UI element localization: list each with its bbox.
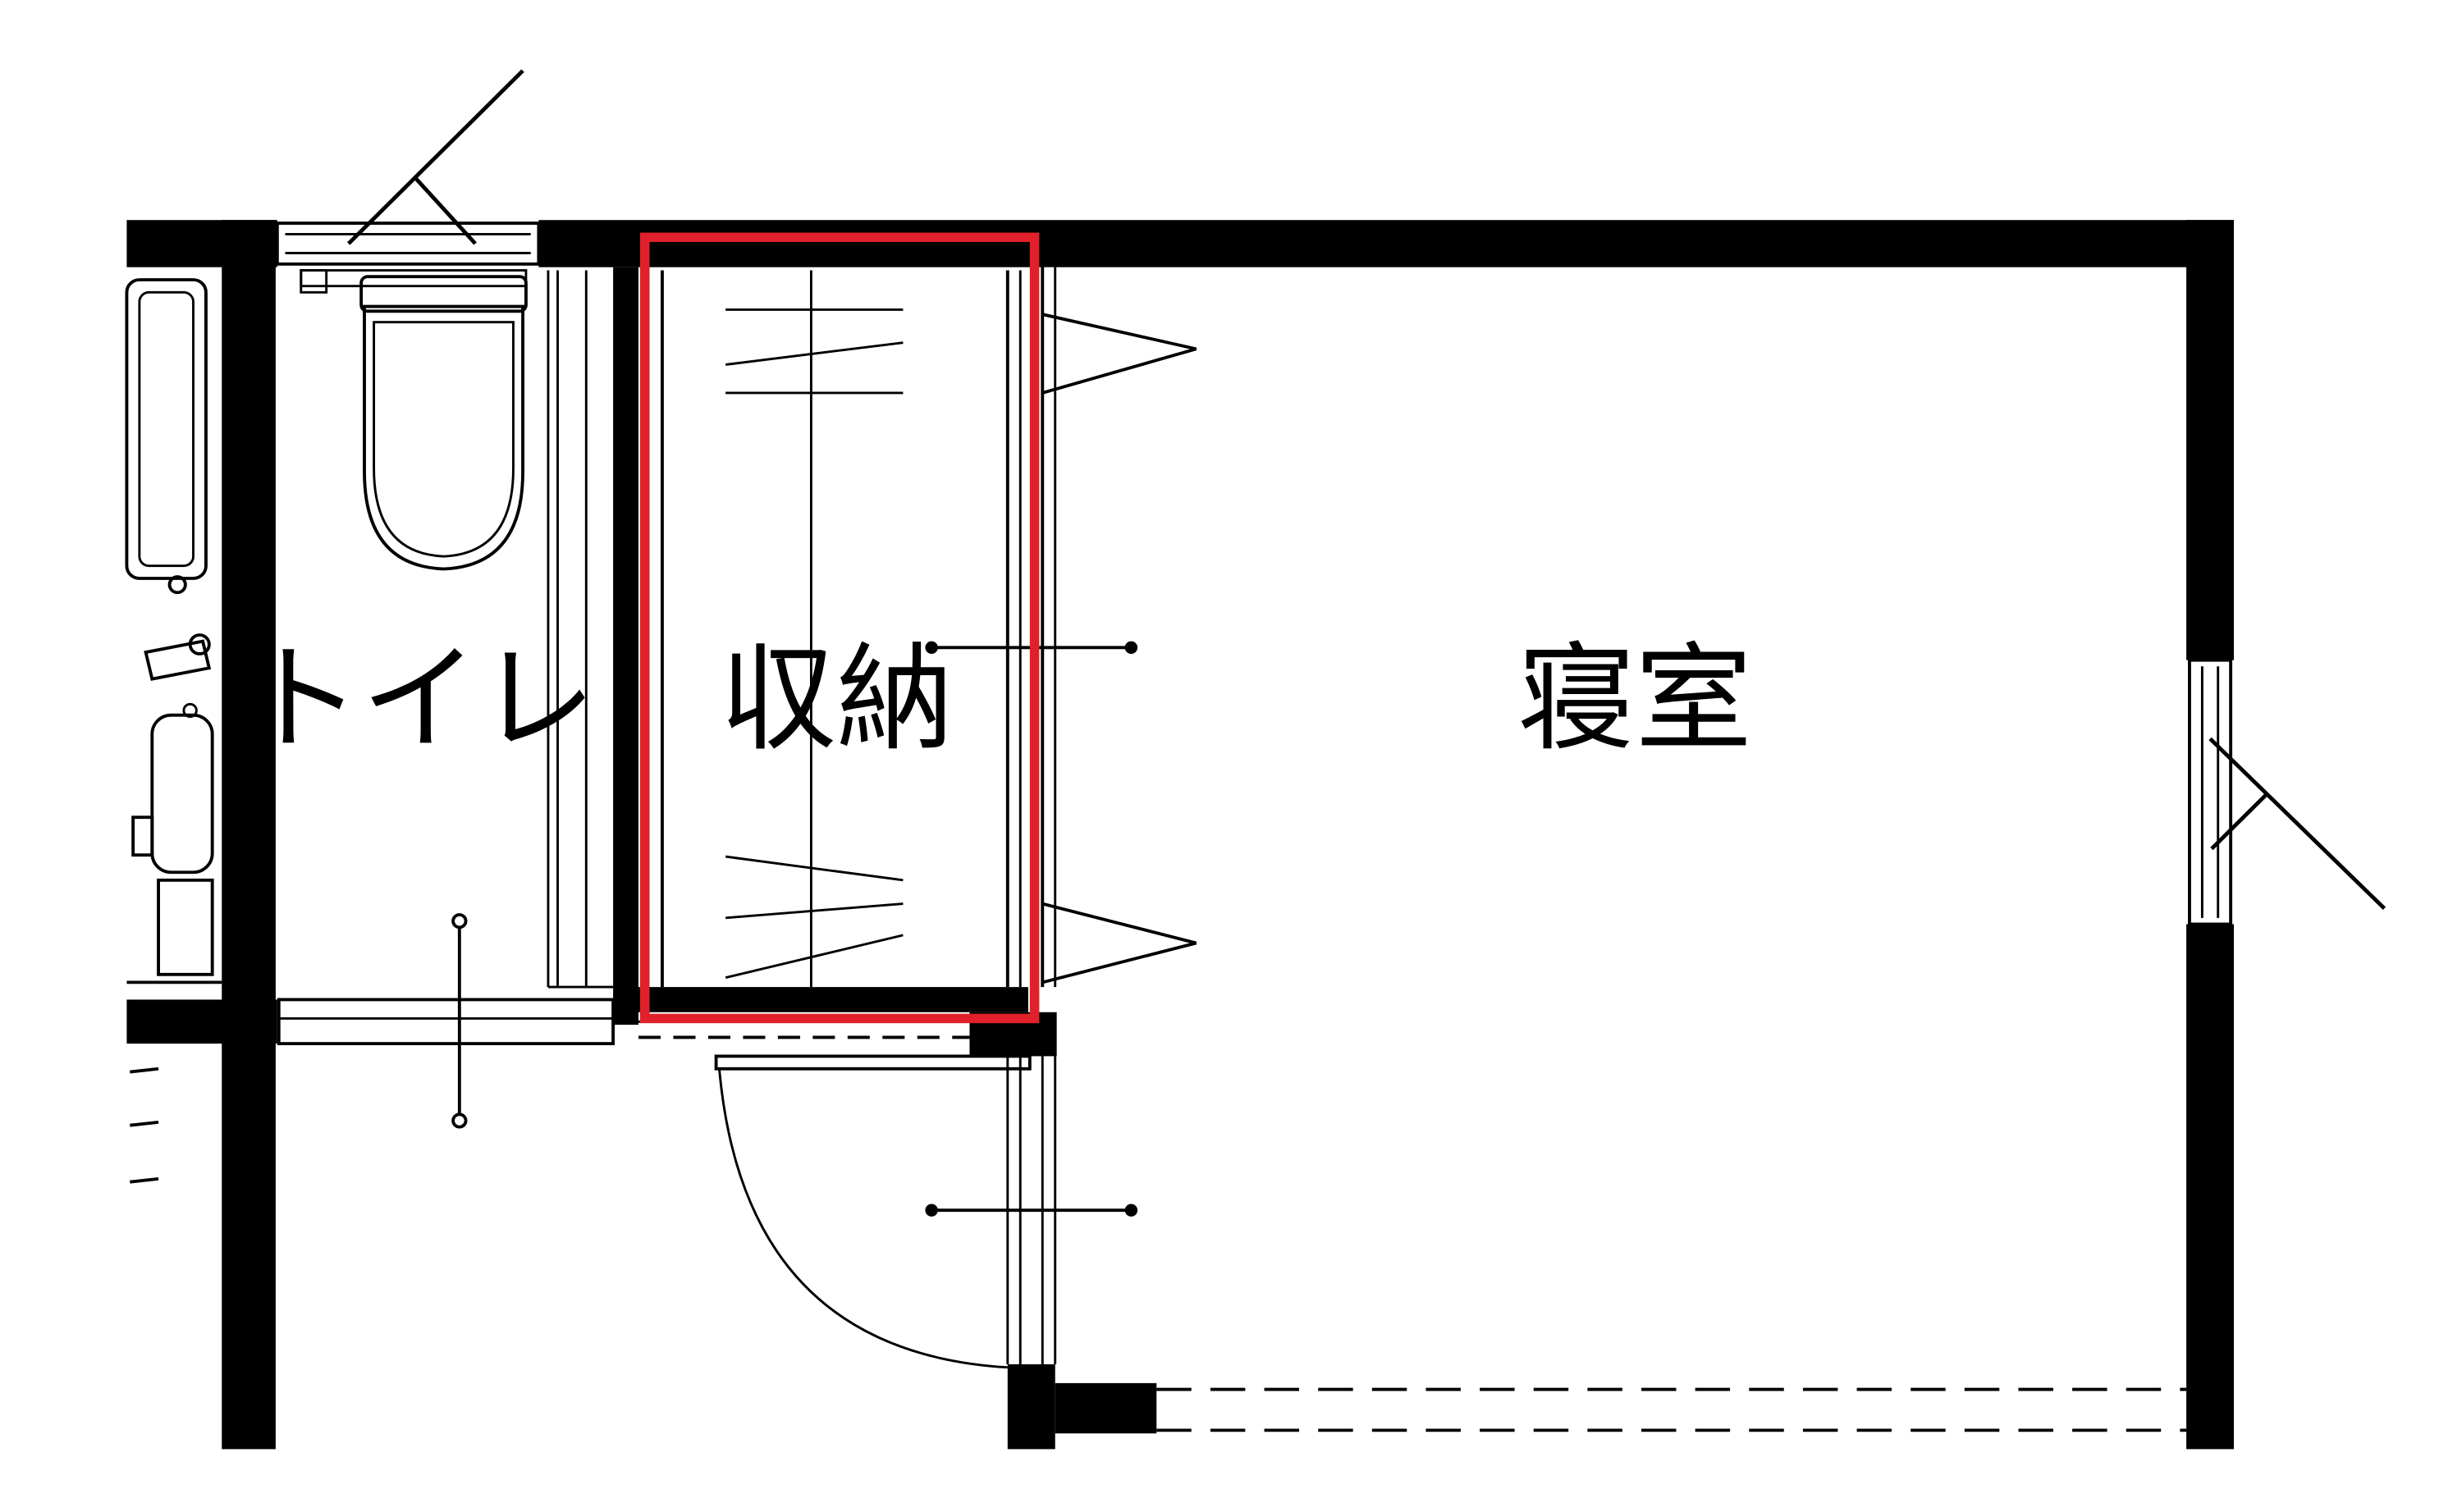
wall-top	[538, 220, 2235, 267]
toilet-bowl	[363, 304, 524, 571]
drain-icon	[167, 575, 187, 595]
hall-door-arc	[718, 1068, 1008, 1369]
wall-storage-left	[613, 267, 638, 1026]
room-label-toilet: トイレ	[244, 632, 596, 767]
wall-right-upper	[2186, 220, 2235, 660]
faucet-icon	[144, 639, 212, 681]
storage-door-swing-bottom	[1041, 902, 1197, 984]
partition-panels	[547, 270, 614, 989]
bedroom-opening	[1156, 1387, 2187, 1432]
wall-left-stub	[126, 999, 277, 1044]
toilet-fixture	[300, 269, 528, 571]
hall-door-leaf	[714, 1054, 1032, 1071]
wall-storage-bottom	[638, 987, 1028, 1012]
walls	[126, 220, 2235, 1450]
room-label-storage: 収納	[719, 632, 954, 767]
bathtub-edge	[125, 278, 208, 580]
wall-bedroom-stub	[1055, 1382, 1157, 1434]
right-window	[2188, 658, 2386, 926]
storage-track	[638, 1020, 970, 1039]
window-swing-line	[347, 69, 524, 245]
wall-right-lower	[2186, 924, 2235, 1450]
storage-highlight-box	[639, 232, 1040, 1024]
room-label-bedroom: 寝室	[1517, 632, 1752, 767]
top-window	[275, 69, 541, 266]
storage-door-swing-top	[1041, 313, 1197, 395]
toilet-threshold	[277, 913, 616, 1129]
wall-left-vertical	[222, 220, 276, 1450]
right-window-swing	[2208, 737, 2386, 911]
wall-bedroom-post	[1007, 1364, 1055, 1450]
left-fixtures	[125, 278, 222, 1184]
washer-icon	[150, 713, 214, 875]
storage-interior	[661, 267, 1197, 988]
